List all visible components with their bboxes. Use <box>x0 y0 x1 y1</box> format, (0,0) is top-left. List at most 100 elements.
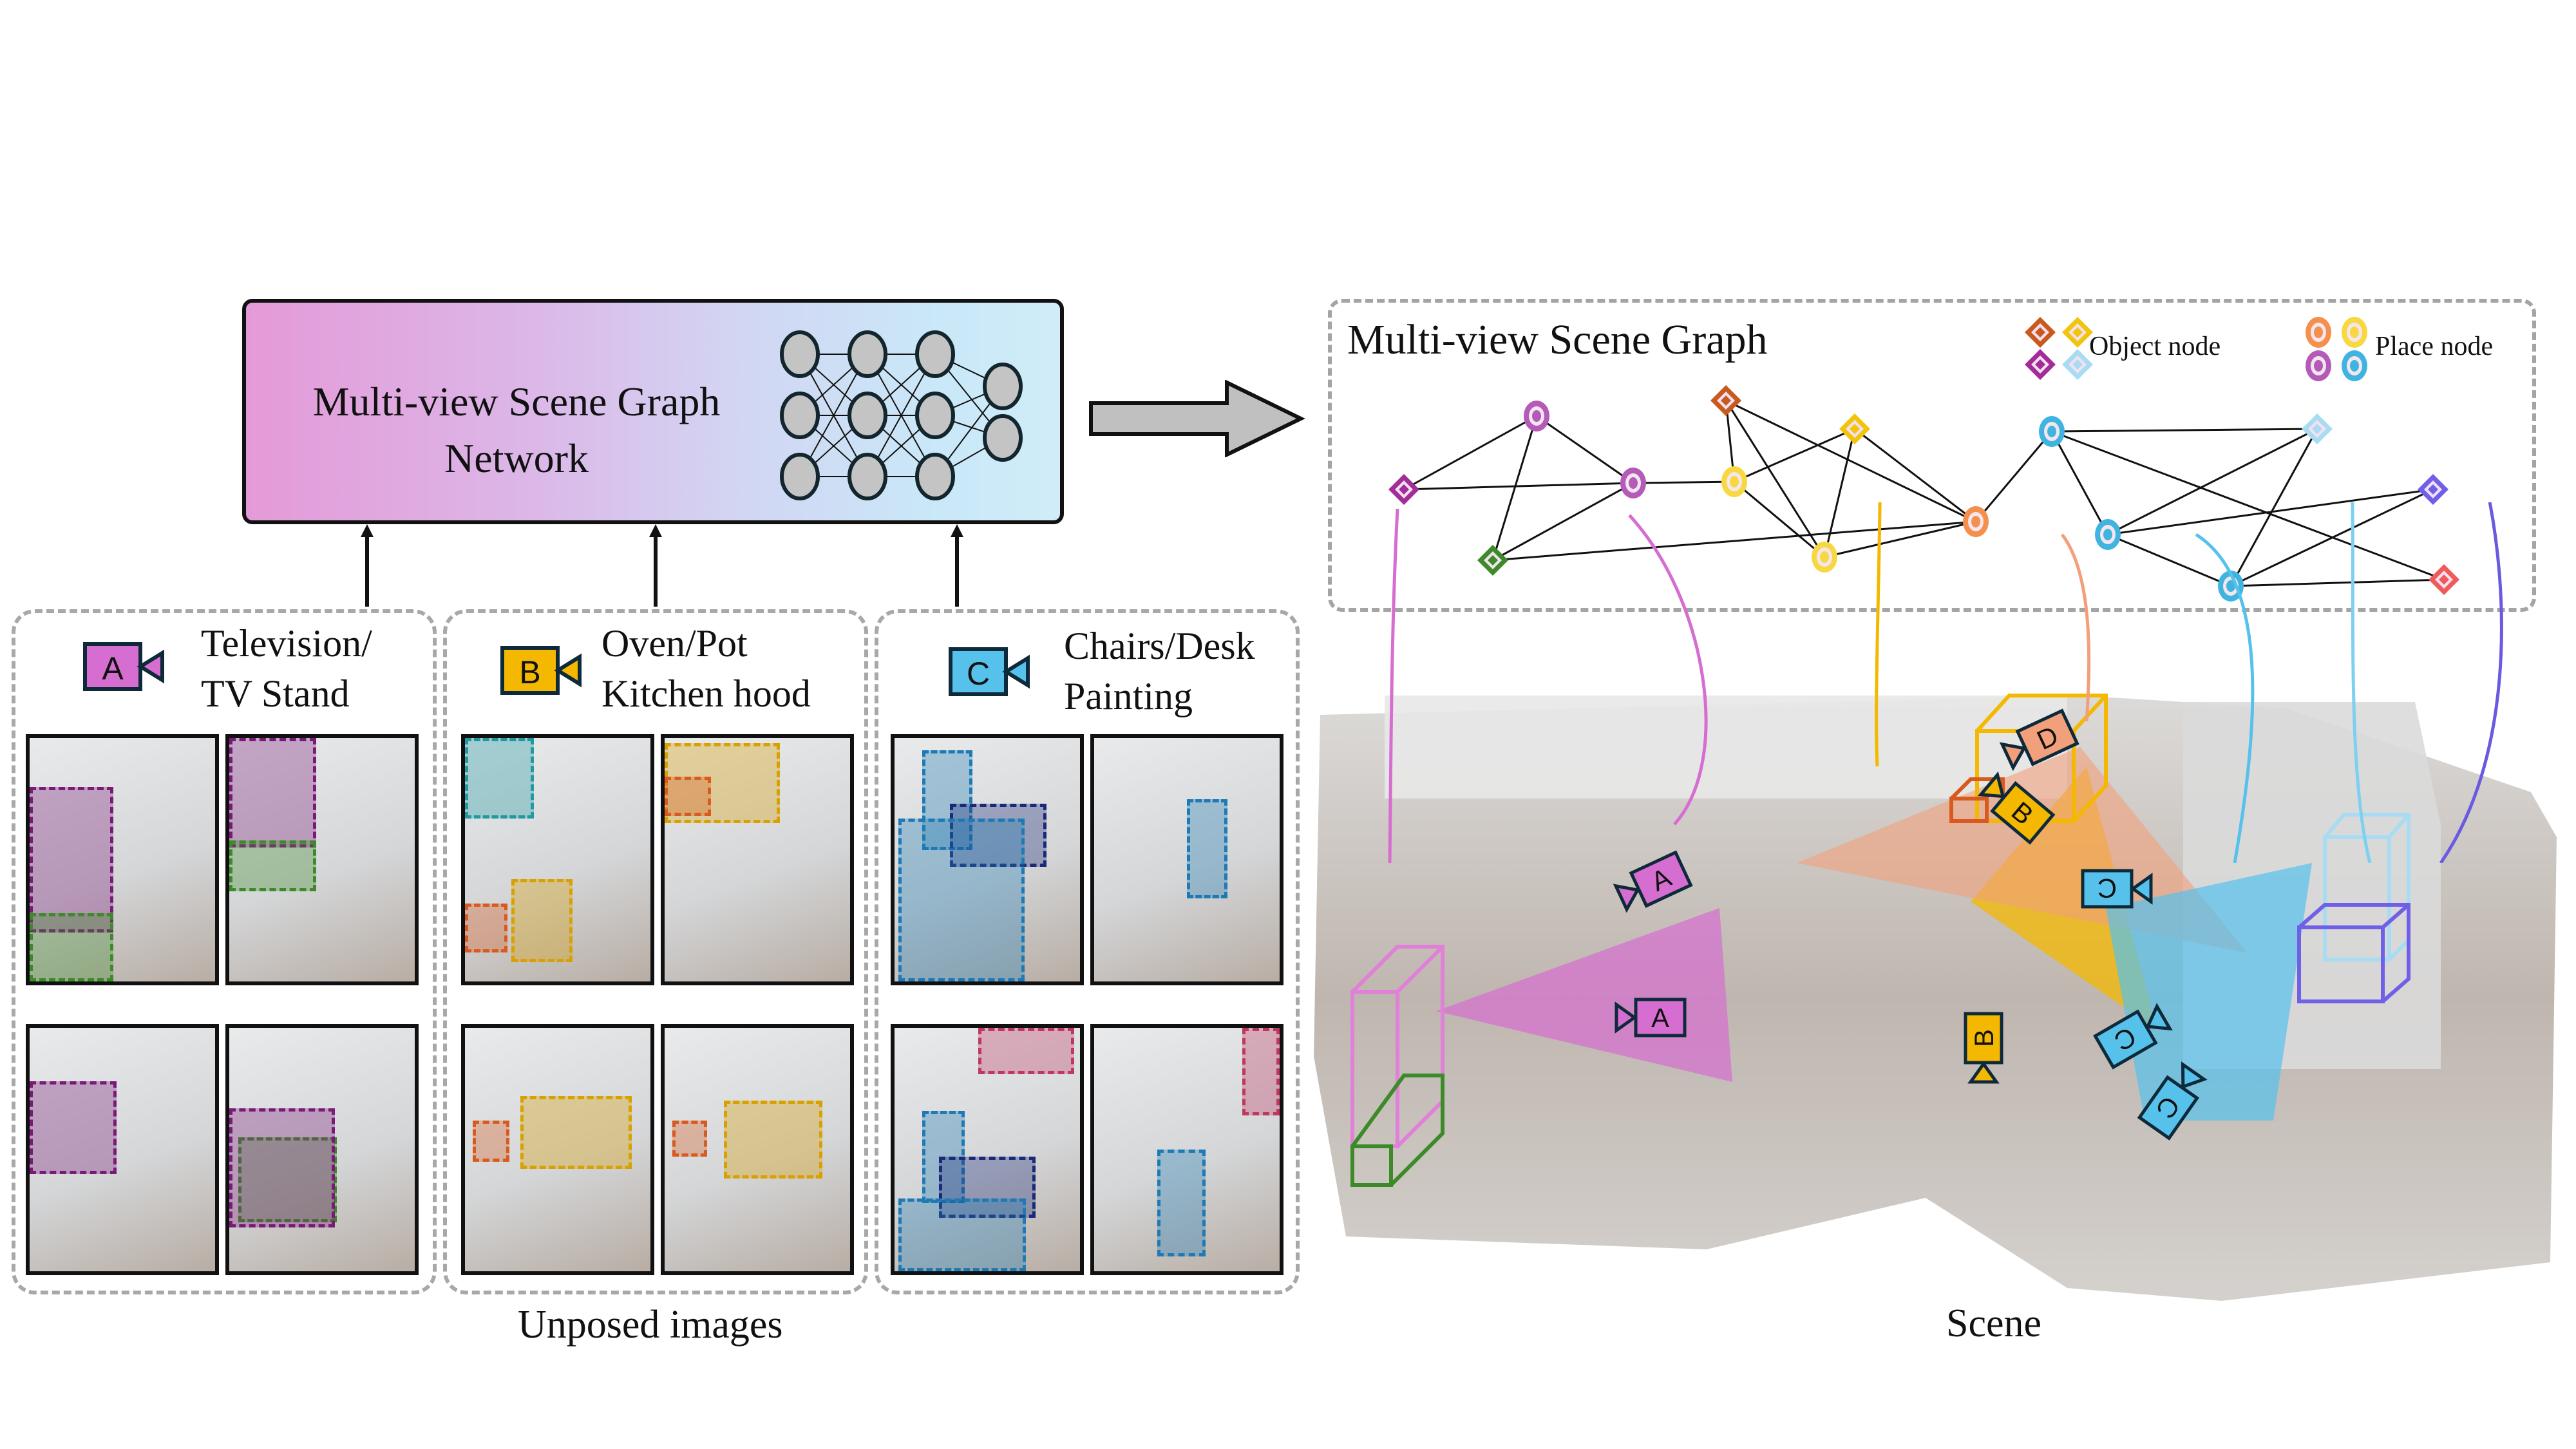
nn-neuron <box>780 330 820 378</box>
neural-network-icon <box>780 330 1023 500</box>
detection-box <box>922 750 972 850</box>
input-image <box>225 734 419 985</box>
place-node <box>1620 468 1646 498</box>
detection-box <box>898 818 1025 981</box>
nn-neuron <box>780 392 820 439</box>
detection-box <box>520 1095 632 1170</box>
graph-edge <box>2050 431 2109 535</box>
graph-edge <box>1492 520 1976 562</box>
camera-c-marker: C <box>2081 869 2153 909</box>
graph-edge <box>2230 428 2318 587</box>
detection-box <box>472 1120 510 1162</box>
connector-oven <box>1875 502 1882 767</box>
tv-stand-3d-box <box>1350 1074 1444 1187</box>
camera-letter: C <box>2098 873 2117 904</box>
legend-place-node-label: Place node <box>2375 332 2494 361</box>
graph-edge <box>1823 428 1856 558</box>
nn-neuron <box>983 414 1023 462</box>
detection-box <box>1242 1028 1280 1116</box>
input-image <box>891 1024 1084 1275</box>
network-title-line1: Multi-view Scene Graph <box>312 379 721 424</box>
detection-box <box>950 804 1047 867</box>
right-arrow-icon <box>1089 380 1305 457</box>
detection-box <box>465 904 508 952</box>
graph-edge <box>1403 482 1634 491</box>
camera-letter: B <box>1969 1029 1999 1047</box>
detection-box <box>30 913 113 981</box>
camera-b-icon: B <box>500 641 590 703</box>
network-title-line2: Network <box>444 435 589 481</box>
multi-view-scene-graph-box: Multi-view Scene Graph Object node Place… <box>1328 299 2536 612</box>
nn-neuron <box>915 392 955 439</box>
place-node <box>2095 519 2121 550</box>
detection-box <box>978 1028 1075 1074</box>
detection-box <box>898 1198 1027 1271</box>
connector-camera-a <box>1628 514 1708 826</box>
legend-object-node-icon <box>2062 317 2093 348</box>
camera-b-marker: B <box>1977 771 2056 845</box>
nn-neuron <box>848 392 887 439</box>
panel-c-label-line1: Chairs/Desk <box>1064 625 1255 667</box>
detection-box <box>30 1081 117 1174</box>
camera-c-icon: C <box>948 643 1038 704</box>
panel-camera-b <box>443 609 868 1294</box>
detection-box <box>229 840 317 892</box>
graph-edge <box>1854 428 1976 523</box>
graph-edge <box>1633 480 1735 484</box>
detection-box <box>229 738 317 848</box>
chair-3d-box <box>2323 813 2410 961</box>
graph-edge <box>1734 428 1855 483</box>
graph-scene-connectors <box>1388 502 2503 863</box>
scene-graph <box>1388 317 2459 601</box>
camera-a-frustum <box>1436 908 1732 1082</box>
graph-edge <box>2107 533 2231 587</box>
graph-edge <box>2107 488 2434 536</box>
up-arrow-icon <box>361 524 374 607</box>
detection-box <box>1157 1150 1206 1257</box>
detection-box <box>939 1157 1036 1218</box>
object-node <box>2418 474 2448 505</box>
place-node <box>1524 401 1549 431</box>
object-node <box>2429 564 2459 595</box>
scene-kitchen-wall <box>1385 696 2067 799</box>
graph-edge <box>1725 399 1976 523</box>
legend-object-node-icon <box>2025 349 2056 380</box>
caption-unposed-images: Unposed images <box>518 1303 783 1347</box>
legend-object-node-icon <box>2062 349 2093 380</box>
graph-edge <box>1536 415 1634 484</box>
input-image <box>1090 1024 1283 1275</box>
object-node <box>2302 413 2333 444</box>
graph-edge <box>1824 520 1976 558</box>
panel-a-label-line1: Television/ <box>201 622 372 665</box>
nn-neuron <box>915 330 955 378</box>
input-image <box>1090 734 1283 985</box>
camera-letter: A <box>1651 1003 1669 1033</box>
graph-edge <box>1492 482 1634 562</box>
graph-edge <box>2107 428 2318 536</box>
graph-edge <box>1492 415 1538 561</box>
up-arrow-icon <box>951 524 963 607</box>
camera-a-marker: A <box>1615 998 1687 1037</box>
detection-box <box>30 786 113 933</box>
legend-place-node-icon <box>2306 350 2331 381</box>
graph-edge <box>1403 415 1537 491</box>
panel-a-label: Television/ TV Stand <box>201 618 372 719</box>
camera-d-frustum <box>1797 747 2248 953</box>
detection-box <box>665 777 711 816</box>
input-image <box>661 1024 854 1275</box>
legend-object-node-icon <box>2025 317 2056 348</box>
graph-edge <box>1734 480 1825 558</box>
graph-title: Multi-view Scene Graph <box>1347 316 1768 363</box>
connector-chair <box>2351 502 2372 863</box>
detection-box <box>1187 799 1228 899</box>
caption-scene: Scene <box>1946 1302 2042 1345</box>
desk-3d-box <box>2297 903 2410 1003</box>
panel-camera-c <box>875 609 1300 1294</box>
input-image <box>461 1024 654 1275</box>
nn-edge <box>799 354 868 477</box>
detection-box <box>724 1101 822 1179</box>
detection-box <box>511 879 573 962</box>
pot-3d-box <box>1949 777 2005 823</box>
panel-b-label: Oven/Pot Kitchen hood <box>601 618 811 719</box>
nn-neuron <box>848 453 887 500</box>
